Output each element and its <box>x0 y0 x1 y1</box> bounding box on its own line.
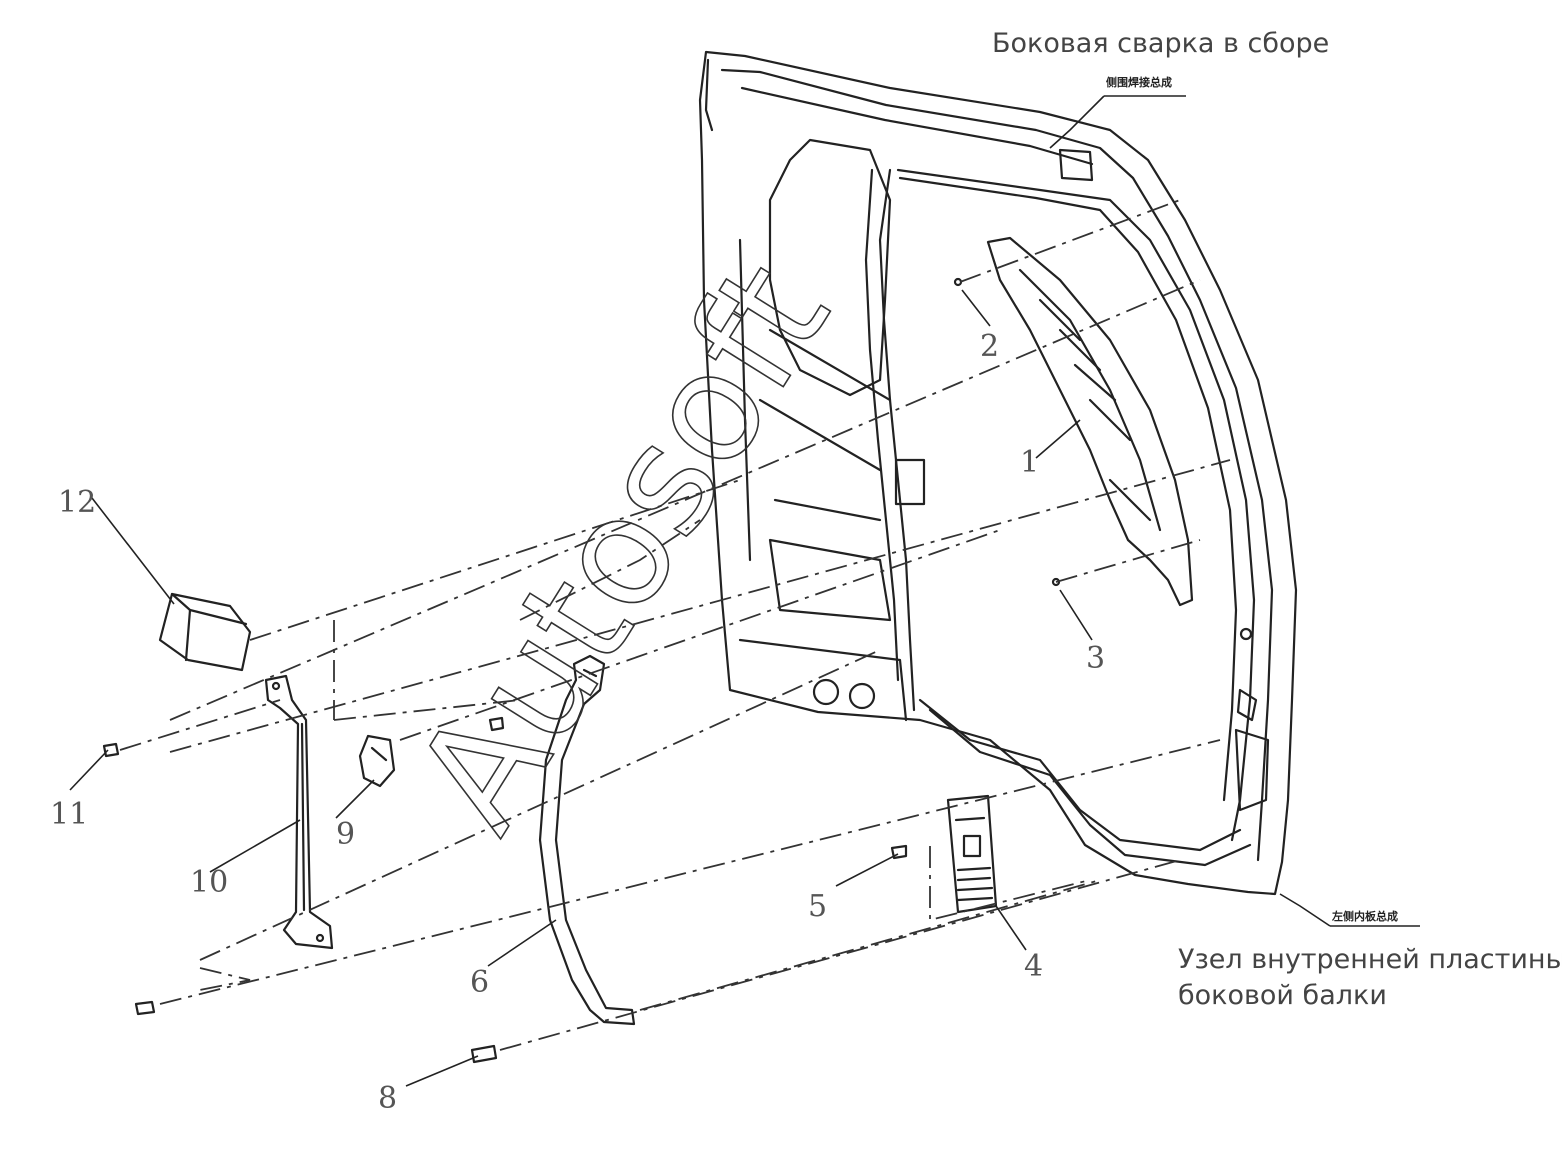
part-4-step-plate <box>946 794 998 914</box>
caption-line-1: Узел внутренней пластины <box>1178 944 1562 975</box>
caption-inner-plate-assembly: Узел внутренней пластины боковой балки <box>1178 942 1562 1014</box>
side-frame-assembly <box>698 50 1298 896</box>
caption-line-2: боковой балки <box>1178 980 1387 1011</box>
leader-lines <box>69 95 1420 1087</box>
callout-9: 9 <box>336 817 355 852</box>
callout-10: 10 <box>190 865 228 900</box>
autosoft-watermark: Autosoft <box>382 234 864 860</box>
callout-12: 12 <box>58 485 96 520</box>
callout-6: 6 <box>470 965 489 1000</box>
callout-8: 8 <box>378 1081 397 1116</box>
chinese-label-bottom: 左侧内板总成 <box>1331 909 1398 923</box>
callout-1: 1 <box>1020 445 1039 480</box>
assembly-dash-lines <box>119 199 1231 1051</box>
callout-4: 4 <box>1024 949 1043 984</box>
caption-side-weld-assembly: Боковая сварка в сборе <box>992 28 1330 59</box>
svg-text:Autosoft: Autosoft <box>383 235 863 859</box>
part-9-clip <box>358 734 396 788</box>
part-12-box <box>158 592 252 672</box>
callout-3: 3 <box>1086 641 1105 676</box>
callout-numbers: 1 2 3 4 5 6 8 9 10 11 12 <box>50 329 1105 1116</box>
part-10-grab-handle <box>264 674 334 950</box>
callout-2: 2 <box>980 329 999 364</box>
chinese-label-top: 侧围焊接总成 <box>1106 75 1172 89</box>
callout-11: 11 <box>50 797 88 832</box>
callout-5: 5 <box>808 889 827 924</box>
